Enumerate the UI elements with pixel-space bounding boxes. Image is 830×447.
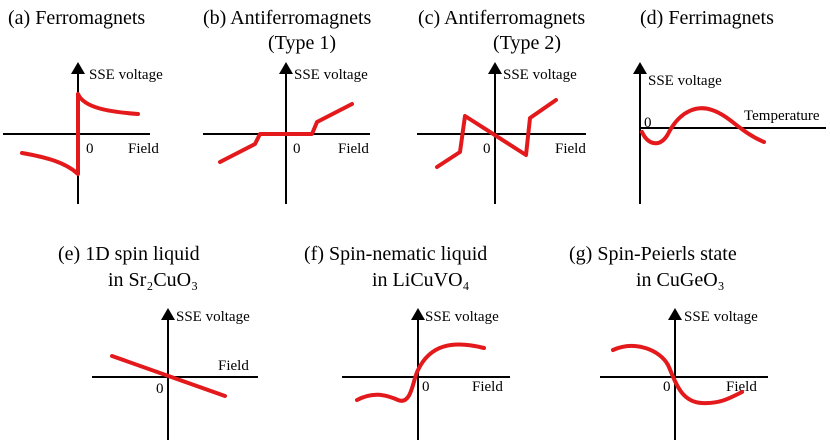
panel-d-title: (d) Ferrimagnets [640, 7, 774, 29]
panel-f-x-label: Field [472, 379, 503, 395]
panel-a: (a) Ferromagnets SSE voltage Field 0 [3, 7, 163, 204]
panel-c-curve [435, 98, 558, 169]
panel-g-y-label: SSE voltage [684, 309, 758, 325]
panel-b-y-label: SSE voltage [294, 67, 368, 83]
panel-b: (b) Antiferromagnets (Type 1) SSE voltag… [203, 7, 371, 204]
panel-f-subtitle: in LiCuVO₄ [372, 269, 470, 291]
panel-d-y-arrowhead [633, 62, 647, 74]
panel-a-title: (a) Ferromagnets [8, 7, 145, 29]
panel-b-subtitle: (Type 1) [268, 32, 336, 54]
panel-b-x-label: Field [338, 141, 369, 157]
panel-d: (d) Ferrimagnets SSE voltage Temperature… [633, 7, 826, 204]
panel-e-y-label: SSE voltage [176, 309, 250, 325]
panel-c-y-arrowhead [488, 62, 502, 74]
panel-c-y-label: SSE voltage [503, 67, 577, 83]
panel-a-y-arrowhead [71, 62, 85, 74]
panel-f-curve [355, 342, 486, 403]
panel-g-subtitle: in CuGeO₃ [636, 269, 725, 291]
panel-b-y-arrowhead [279, 62, 293, 74]
panel-d-x-label: Temperature [744, 108, 820, 124]
panel-f-origin-label: 0 [422, 379, 430, 395]
panel-f-y-arrowhead [411, 308, 425, 320]
panel-f-title: (f) Spin-nematic liquid [304, 243, 487, 265]
panel-a-curve [20, 92, 140, 176]
panel-c-origin-label: 0 [483, 141, 491, 157]
panel-g-y-arrowhead [668, 308, 682, 320]
panel-d-origin-label: 0 [644, 115, 652, 131]
panel-a-y-label: SSE voltage [89, 67, 163, 83]
panel-b-origin-label: 0 [293, 141, 301, 157]
panel-e-subtitle: in Sr₂CuO₃ [108, 269, 198, 291]
panel-g-x-label: Field [726, 379, 757, 395]
panel-g-title: (g) Spin-Peierls state [569, 243, 737, 265]
panel-e-y-arrowhead [161, 308, 175, 320]
panel-f: (f) Spin-nematic liquid in LiCuVO₄ SSE v… [304, 243, 510, 440]
panel-c-title: (c) Antiferromagnets [418, 7, 585, 29]
panel-d-y-label: SSE voltage [648, 73, 722, 89]
panel-f-y-label: SSE voltage [425, 309, 499, 325]
panel-g-origin-label: 0 [663, 379, 671, 395]
panel-b-curve [218, 102, 354, 164]
panel-a-origin-label: 0 [86, 141, 94, 157]
panel-e-x-label: Field [218, 358, 249, 374]
panel-g-curve [611, 344, 744, 406]
panel-c-subtitle: (Type 2) [493, 32, 561, 54]
panel-e-curve [110, 354, 227, 398]
panel-g: (g) Spin-Peierls state in CuGeO₃ SSE vol… [569, 243, 768, 440]
panel-c-x-label: Field [555, 141, 586, 157]
panel-d-curve [640, 106, 766, 146]
panel-e-origin-label: 0 [156, 381, 164, 397]
panel-e-title: (e) 1D spin liquid [58, 243, 200, 265]
panel-e: (e) 1D spin liquid in Sr₂CuO₃ SSE voltag… [58, 243, 258, 440]
panel-c: (c) Antiferromagnets (Type 2) SSE voltag… [417, 7, 586, 204]
panel-b-title: (b) Antiferromagnets [203, 7, 371, 29]
panel-a-x-label: Field [128, 141, 159, 157]
